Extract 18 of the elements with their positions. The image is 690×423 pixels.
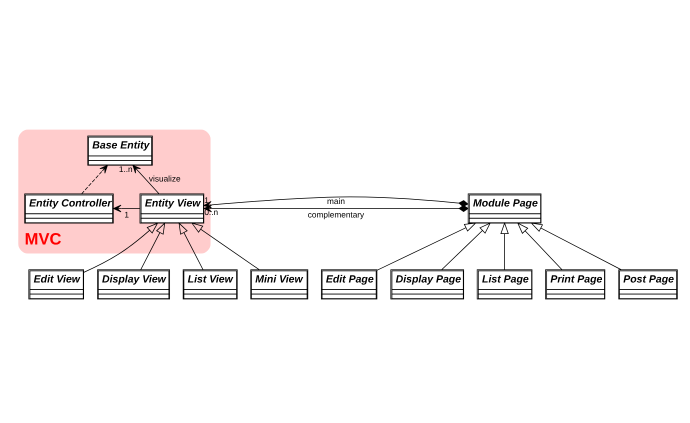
edge-label: visualize [148, 174, 181, 184]
arrow [441, 222, 491, 270]
arrow [376, 222, 476, 271]
arrow [500, 222, 509, 270]
edge-label: complementary [308, 210, 364, 220]
edge-label: 1 [124, 210, 129, 220]
arrow [113, 204, 140, 212]
arrow [81, 165, 108, 194]
arrow [191, 222, 260, 270]
arrow [83, 222, 158, 273]
arrow [517, 222, 562, 270]
arrow [132, 165, 160, 194]
arrow [178, 222, 204, 270]
arrow [530, 222, 622, 270]
label: 1..n [118, 164, 133, 174]
arrow [140, 222, 166, 270]
label: 1 [204, 196, 209, 206]
edge-label: main [327, 196, 345, 206]
